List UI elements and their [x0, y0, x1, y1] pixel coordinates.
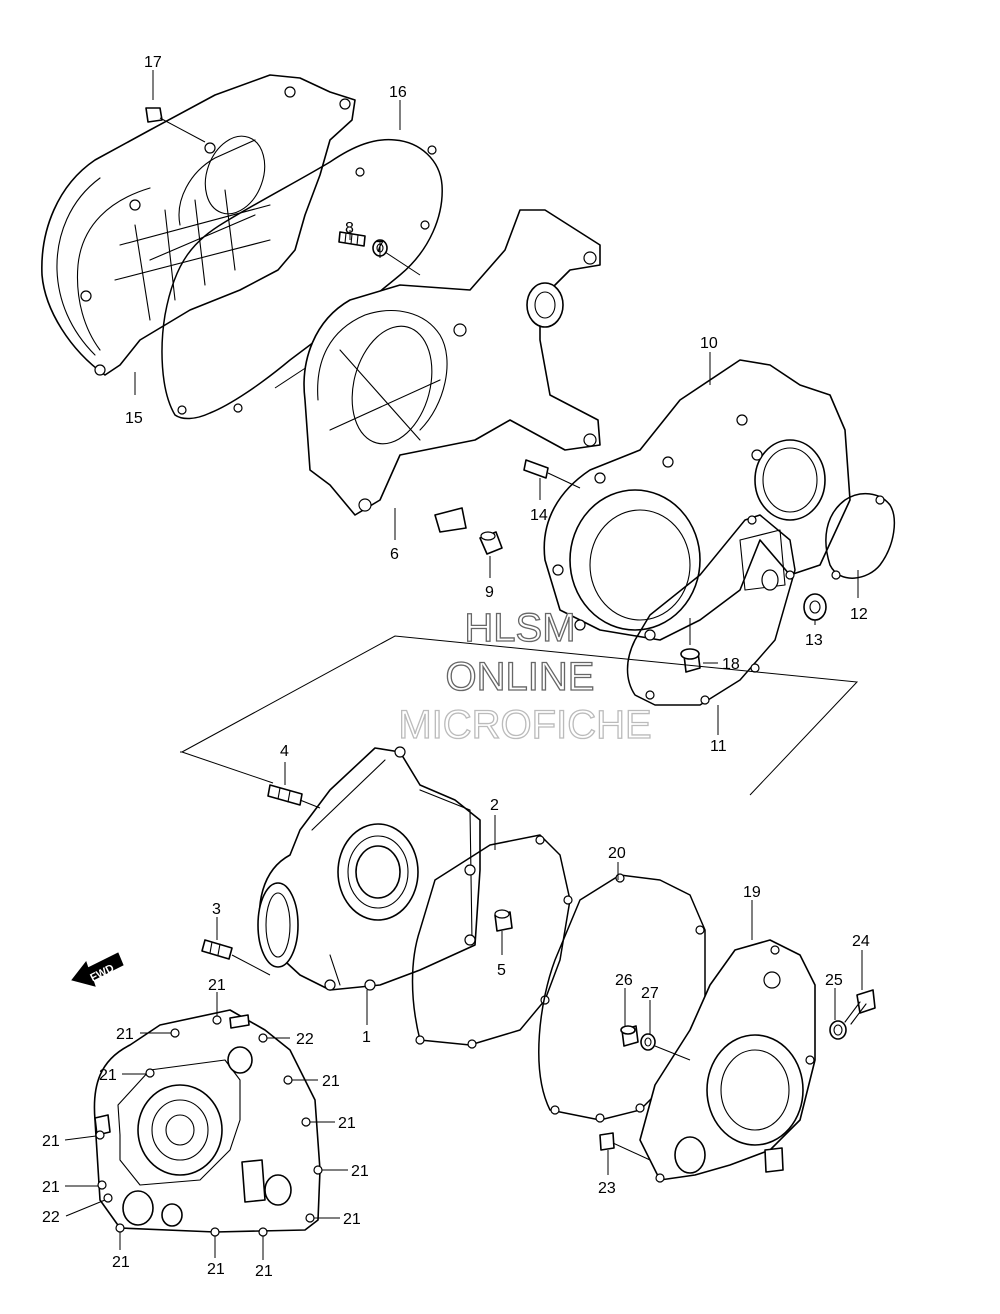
leader-lines — [134, 70, 863, 1175]
callout-10: 10 — [700, 335, 718, 352]
callout-21-bottom-3: 21 — [255, 1263, 273, 1280]
callout-21-left-4: 21 — [42, 1179, 60, 1196]
part-23-dowel-pin[interactable] — [599, 1132, 651, 1161]
callout-21-right-2: 21 — [338, 1115, 356, 1132]
callout-21-right-4: 21 — [343, 1211, 361, 1228]
reference-box-outline — [180, 635, 859, 796]
callout-22-left: 22 — [42, 1209, 60, 1226]
callout-21-right-3: 21 — [351, 1163, 369, 1180]
callout-21-top: 21 — [208, 977, 226, 994]
part-19-cover[interactable] — [639, 939, 816, 1183]
part-10-clutch-cover[interactable] — [543, 359, 851, 641]
part-6-inner-cover[interactable] — [303, 209, 601, 533]
watermark: HLSM ONLINE MICROFICHE — [398, 605, 653, 747]
part-3-bolt[interactable] — [201, 939, 271, 976]
part-25-o-ring[interactable] — [829, 1020, 847, 1040]
callout-20: 20 — [608, 845, 626, 862]
part-11-gasket[interactable] — [626, 514, 796, 706]
callout-8: 8 — [345, 220, 354, 237]
part-16-gasket[interactable] — [161, 138, 443, 420]
part-27-washer[interactable] — [640, 1033, 691, 1061]
callout-19: 19 — [743, 884, 761, 901]
part-14-bolt[interactable] — [523, 459, 581, 489]
part-17-bolt[interactable] — [145, 107, 206, 143]
callout-18: 18 — [722, 656, 740, 673]
part-1-magneto-cover[interactable] — [257, 746, 481, 991]
callout-21-left-1: 21 — [116, 1026, 134, 1043]
callout-21-left-2: 21 — [99, 1067, 117, 1084]
part-12-gasket[interactable] — [825, 493, 896, 580]
part-13-oil-seal[interactable] — [803, 593, 827, 621]
callout-5: 5 — [497, 962, 506, 979]
callout-21-bottom-1: 21 — [112, 1254, 130, 1271]
part-4-bolt[interactable] — [267, 784, 321, 809]
callout-24: 24 — [852, 933, 870, 950]
leader-lines-bottom-left — [64, 992, 348, 1260]
callout-25: 25 — [825, 972, 843, 989]
part-24-plug[interactable] — [844, 989, 876, 1025]
watermark-line-3: MICROFICHE — [398, 703, 651, 747]
callout-21-right-1: 21 — [322, 1073, 340, 1090]
callout-4: 4 — [280, 743, 289, 760]
watermark-line-1: HLSM — [464, 606, 575, 650]
callout-26: 26 — [615, 972, 633, 989]
callout-7: 7 — [375, 239, 384, 256]
callout-3: 3 — [212, 901, 221, 918]
callout-15: 15 — [125, 410, 143, 427]
callout-2: 2 — [490, 797, 499, 814]
callout-9: 9 — [485, 584, 494, 601]
callout-23: 23 — [598, 1180, 616, 1197]
callout-22-right: 22 — [296, 1031, 314, 1048]
callout-1: 1 — [362, 1029, 371, 1046]
callout-11: 11 — [710, 738, 727, 755]
callout-6: 6 — [390, 546, 399, 563]
part-26-plug[interactable] — [620, 1025, 639, 1047]
callout-14: 14 — [530, 507, 548, 524]
part-5-dowel-pin[interactable] — [494, 909, 513, 932]
part-18-plug[interactable] — [680, 618, 701, 673]
callout-21-left-3: 21 — [42, 1133, 60, 1150]
part-8-bolt[interactable] — [338, 231, 366, 247]
part-15-outer-cover[interactable] — [41, 74, 356, 376]
cover-assembly-bottom-left[interactable] — [93, 1009, 323, 1237]
part-9-dowel-pin[interactable] — [479, 531, 503, 555]
watermark-line-2: ONLINE — [446, 655, 595, 699]
forward-direction-arrow-icon: FWD — [71, 952, 124, 987]
callout-labels: 17 16 8 7 15 10 14 6 9 12 13 18 11 4 2 2… — [42, 54, 870, 1280]
callout-13: 13 — [805, 632, 823, 649]
part-2-gasket[interactable] — [411, 834, 573, 1049]
callout-12: 12 — [850, 606, 868, 623]
callout-27: 27 — [641, 985, 659, 1002]
callout-21-bottom-2: 21 — [207, 1261, 225, 1278]
callout-17: 17 — [144, 54, 162, 71]
callout-16: 16 — [389, 84, 407, 101]
